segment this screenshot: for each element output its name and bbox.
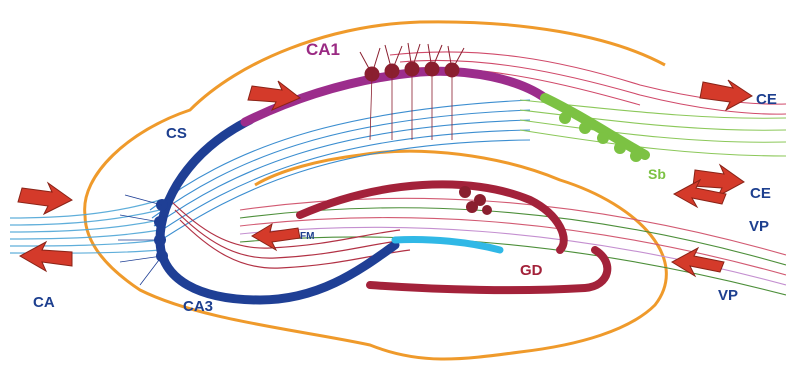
label-ca1: CA1 bbox=[306, 40, 340, 60]
arrow-left-top bbox=[18, 183, 72, 214]
subiculum-layer bbox=[545, 98, 645, 155]
perforant-fibers-lower bbox=[240, 198, 786, 295]
label-vp-mid: VP bbox=[749, 218, 769, 235]
perforant-fibers-top bbox=[390, 52, 786, 114]
label-gd: GD bbox=[520, 262, 543, 279]
arrow-vp-bottom bbox=[672, 248, 724, 276]
label-vp-bottom: VP bbox=[718, 287, 738, 304]
label-cs: CS bbox=[166, 125, 187, 142]
label-fm: FM bbox=[300, 231, 314, 242]
label-ca: CA bbox=[33, 294, 55, 311]
label-ca3: CA3 bbox=[183, 298, 213, 315]
label-ce-mid: CE bbox=[750, 185, 771, 202]
label-sb: Sb bbox=[648, 166, 666, 182]
arrow-ce-top bbox=[700, 80, 752, 110]
hilus-segment bbox=[395, 239, 500, 250]
gyrus-dentate-lower bbox=[370, 250, 607, 290]
label-ce-top: CE bbox=[756, 91, 777, 108]
